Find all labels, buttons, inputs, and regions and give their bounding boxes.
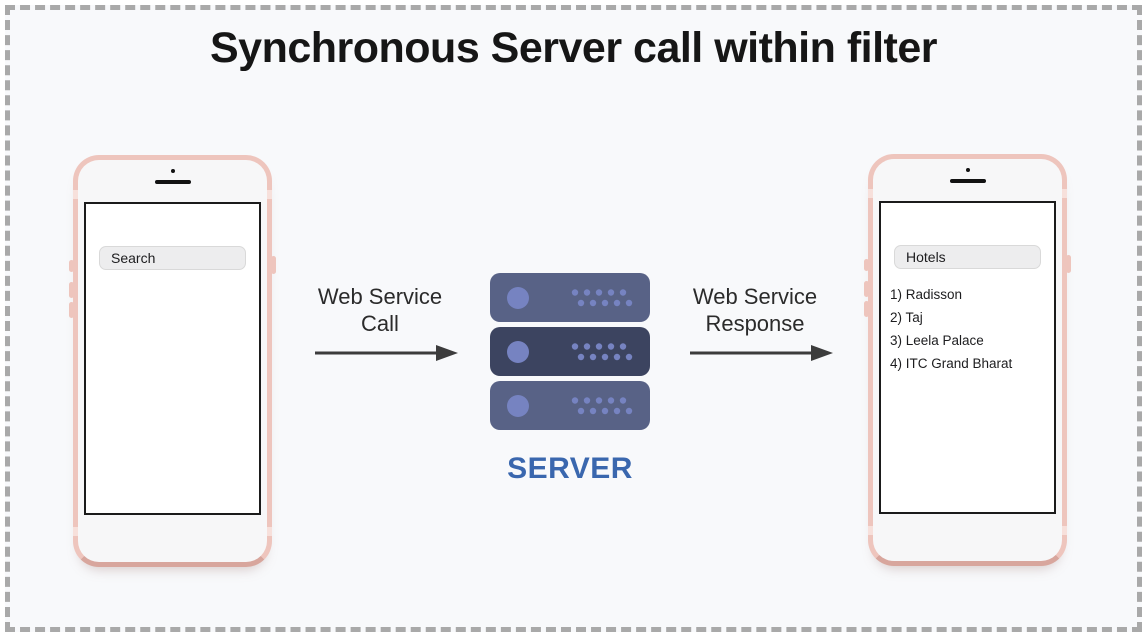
volume-up-button-icon xyxy=(69,282,74,298)
server-vents-icon xyxy=(571,288,633,306)
antenna-line xyxy=(73,190,78,199)
server-led-icon xyxy=(507,286,529,309)
antenna-line xyxy=(73,527,78,536)
antenna-line xyxy=(267,527,272,536)
volume-up-button-icon xyxy=(864,281,869,297)
server-led-icon xyxy=(507,340,529,363)
mute-button-icon xyxy=(864,259,869,271)
speaker-icon xyxy=(154,180,191,184)
web-service-call-label: Web Service Call xyxy=(317,284,443,336)
search-input[interactable]: Search xyxy=(99,246,246,270)
server-unit xyxy=(490,327,650,376)
hotels-list: 1) Radisson 2) Taj 3) Leela Palace 4) ITC G… xyxy=(890,283,1050,375)
list-item: 1) Radisson xyxy=(890,287,963,302)
server-unit xyxy=(490,381,650,430)
list-item: 4) ITC Grand Bharat xyxy=(890,356,1013,371)
diagram-title: Synchronous Server call within filter xyxy=(209,24,938,72)
server-label: SERVER xyxy=(507,452,633,485)
web-service-response-label: Web Service Response xyxy=(692,284,818,336)
volume-down-button-icon xyxy=(864,301,869,317)
antenna-line xyxy=(1062,189,1067,198)
arrow-right-icon xyxy=(690,345,833,361)
phone-right: Hotels 1) Radisson 2) Taj 3) Leela Palace 4… xyxy=(864,154,1071,566)
hotels-field[interactable]: Hotels xyxy=(894,245,1041,269)
speaker-icon xyxy=(949,179,986,183)
server-vents-icon xyxy=(571,342,633,360)
arrow-right-icon xyxy=(315,345,458,361)
server-unit xyxy=(490,273,650,322)
phone-left: Search xyxy=(69,155,276,567)
server-icon xyxy=(490,273,650,430)
list-item: 3) Leela Palace xyxy=(890,333,984,348)
antenna-line xyxy=(267,190,272,199)
antenna-line xyxy=(868,526,873,535)
server-led-icon xyxy=(507,394,529,417)
power-button-icon xyxy=(1066,255,1071,273)
camera-icon xyxy=(170,169,175,173)
camera-icon xyxy=(965,168,970,172)
mute-button-icon xyxy=(69,260,74,272)
antenna-line xyxy=(868,189,873,198)
phone-left-screen: Search xyxy=(84,202,261,515)
volume-down-button-icon xyxy=(69,302,74,318)
server-vents-icon xyxy=(571,396,633,414)
antenna-line xyxy=(1062,526,1067,535)
phone-right-screen: Hotels 1) Radisson 2) Taj 3) Leela Palace 4… xyxy=(879,201,1056,514)
list-item: 2) Taj xyxy=(890,310,923,325)
power-button-icon xyxy=(271,256,276,274)
